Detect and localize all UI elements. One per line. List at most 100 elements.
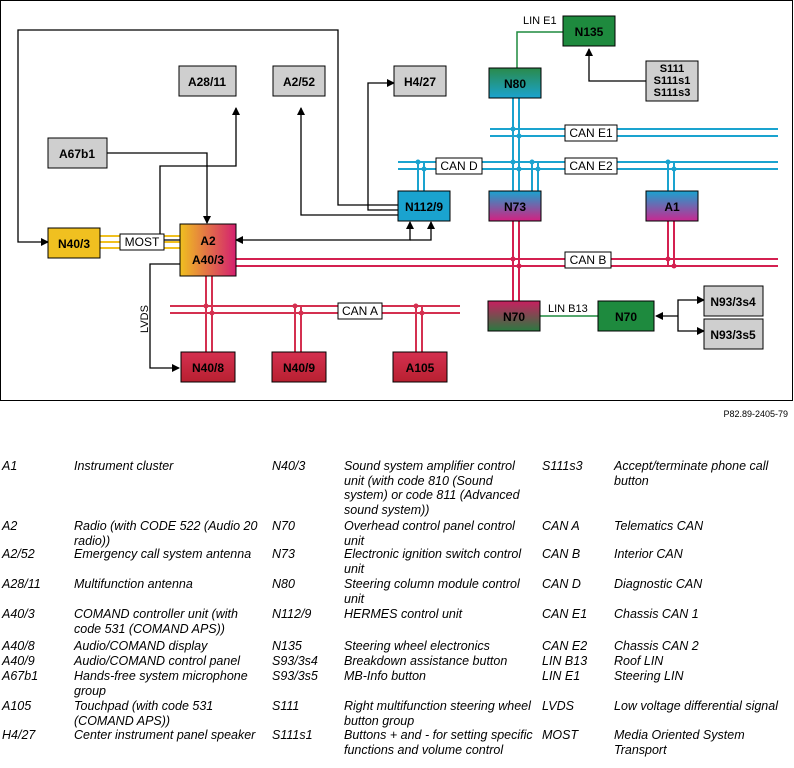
node-label: S111s1 — [654, 75, 691, 87]
legend-description: Breakdown assistance button — [344, 654, 508, 668]
node-n40-3: N40/3 — [47, 227, 101, 259]
legend-description: Chassis CAN 1 — [614, 607, 699, 621]
legend-description: Interior CAN — [614, 547, 683, 561]
legend-description: Steering LIN — [614, 669, 684, 683]
can-a-junction-dots — [203, 303, 425, 316]
legend-code: A2 — [2, 519, 18, 533]
node-label: N40/9 — [283, 361, 315, 375]
node-n70-left: N70 — [487, 300, 541, 332]
node-n93-3s5: N93/3s5 — [703, 318, 764, 350]
legend-code: N135 — [272, 639, 302, 653]
legend-description: Sound system amplifier control unit (wit… — [344, 459, 520, 517]
network-topology-diagram: N135 S111 S111s1 S111s3 A28/11 A2/52 H4/… — [17, 15, 778, 383]
node-label: N80 — [504, 77, 526, 91]
legend-code: CAN A — [542, 519, 580, 533]
legend-description: Steering column module control unit — [344, 577, 520, 606]
legend-code: A28/11 — [2, 577, 41, 591]
legend-description: Telematics CAN — [614, 519, 704, 533]
node-a67b1: A67b1 — [47, 137, 108, 169]
node-label: S111 — [660, 63, 684, 75]
legend-code: N73 — [272, 547, 295, 561]
bus-label-can-e2: CAN E2 — [564, 157, 618, 175]
bus-label: CAN D — [440, 159, 478, 173]
legend-code: A40/9 — [2, 654, 35, 668]
legend-description: Buttons + and - for setting specific fun… — [344, 728, 533, 757]
node-n40-9: N40/9 — [271, 351, 327, 383]
node-label: N73 — [504, 200, 526, 214]
node-n40-8: N40/8 — [180, 351, 236, 383]
legend-code: S111s1 — [272, 728, 313, 742]
bus-label-most: MOST — [119, 233, 165, 251]
node-a1: A1 — [645, 190, 699, 222]
node-n73: N73 — [488, 190, 542, 222]
node-label: N112/9 — [405, 200, 443, 214]
node-n93-3s4: N93/3s4 — [703, 285, 764, 317]
bus-label: CAN B — [570, 253, 607, 267]
node-label: N40/3 — [58, 237, 90, 251]
can-b-bus — [236, 221, 778, 301]
bus-label: CAN E2 — [569, 159, 613, 173]
legend-code: CAN E2 — [542, 639, 588, 653]
bus-label: LIN B13 — [548, 303, 588, 315]
legend-code: A40/3 — [2, 607, 35, 621]
legend-description: Touchpad (with code 531 (COMAND APS)) — [74, 699, 214, 728]
node-a105: A105 — [392, 351, 448, 383]
node-label: N93/3s5 — [710, 328, 756, 342]
node-s111-group: S111 S111s1 S111s3 — [645, 60, 699, 102]
legend-code: H4/27 — [2, 728, 36, 742]
bus-label: MOST — [125, 235, 160, 249]
legend-description: Audio/COMAND display — [74, 639, 208, 653]
legend-code: CAN B — [542, 547, 581, 561]
legend-code: N80 — [272, 577, 295, 591]
legend-description: MB-Info button — [344, 669, 426, 683]
legend-description: Roof LIN — [614, 654, 664, 668]
node-label: N93/3s4 — [710, 295, 756, 309]
legend-code: A40/8 — [2, 639, 35, 653]
legend-code: A105 — [2, 699, 32, 713]
legend-description: COMAND controller unit (with code 531 (C… — [74, 607, 238, 636]
legend-description: Emergency call system antenna — [74, 547, 252, 561]
node-label: N70 — [615, 310, 637, 324]
bus-label-can-a: CAN A — [337, 302, 383, 320]
legend-code: S111 — [272, 699, 300, 713]
node-n70-right: N70 — [597, 300, 655, 332]
node-n112-9: N112/9 — [397, 190, 451, 222]
legend-description: Steering wheel electronics — [344, 639, 490, 653]
node-label: A40/3 — [192, 253, 224, 267]
bus-label-can-e1: CAN E1 — [564, 124, 618, 142]
legend-description: Multifunction antenna — [74, 577, 193, 591]
bus-label-lin-e1: LIN E1 — [523, 15, 557, 27]
legend-code: A67b1 — [2, 669, 39, 683]
node-label: A28/11 — [188, 75, 226, 89]
legend-code: A2/52 — [2, 547, 35, 561]
node-label: N135 — [575, 25, 604, 39]
node-a2-52: A2/52 — [272, 65, 326, 97]
legend-code: A1 — [2, 459, 18, 473]
legend-code: LIN B13 — [542, 654, 588, 668]
bus-label-can-d: CAN D — [435, 157, 483, 175]
bus-junction-dots — [415, 126, 677, 172]
bus-label-lin-b13: LIN B13 — [548, 303, 588, 315]
signal-arrows — [17, 29, 705, 372]
legend-description: Electronic ignition switch control unit — [344, 547, 522, 576]
legend-code: CAN D — [542, 577, 581, 591]
node-label: A105 — [406, 361, 435, 375]
node-n80: N80 — [488, 67, 542, 99]
node-a28-11: A28/11 — [178, 65, 237, 97]
legend-description: Right multifunction steering wheel butto… — [344, 699, 531, 728]
bus-label-can-b: CAN B — [564, 251, 612, 269]
n80-can-links — [417, 98, 675, 191]
legend-description: Hands-free system microphone group — [74, 669, 248, 698]
node-label: A67b1 — [59, 147, 95, 161]
legend-description: Diagnostic CAN — [614, 577, 703, 591]
node-label: N70 — [503, 310, 525, 324]
legend-description: Center instrument panel speaker — [74, 728, 256, 742]
can-b-junction-dots — [510, 256, 677, 269]
node-label: A2/52 — [283, 75, 315, 89]
legend-description: Instrument cluster — [74, 459, 174, 473]
legend-code: LVDS — [542, 699, 574, 713]
node-label: A2 — [200, 234, 216, 248]
legend-description: Radio (with CODE 522 (Audio 20 radio)) — [74, 519, 258, 548]
legend-code: S111s3 — [542, 459, 583, 473]
legend-code: N112/9 — [272, 607, 312, 621]
